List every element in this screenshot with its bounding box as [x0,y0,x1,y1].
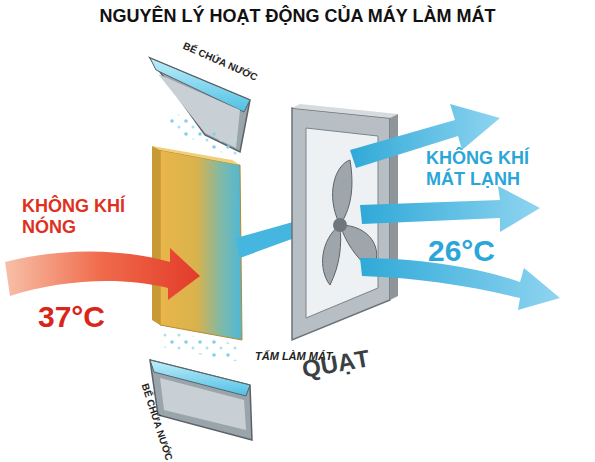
hot-temperature: 37°C [38,300,105,335]
diagram-title: NGUYÊN LÝ HOẠT ĐỘNG CỦA MÁY LÀM MÁT [100,6,496,27]
cold-air-label: KHÔNG KHÍ MÁT LẠNH [426,148,566,189]
cold-temperature: 26°C [428,234,495,269]
hot-air-label: KHÔNG KHÍ NÓNG [22,196,142,237]
